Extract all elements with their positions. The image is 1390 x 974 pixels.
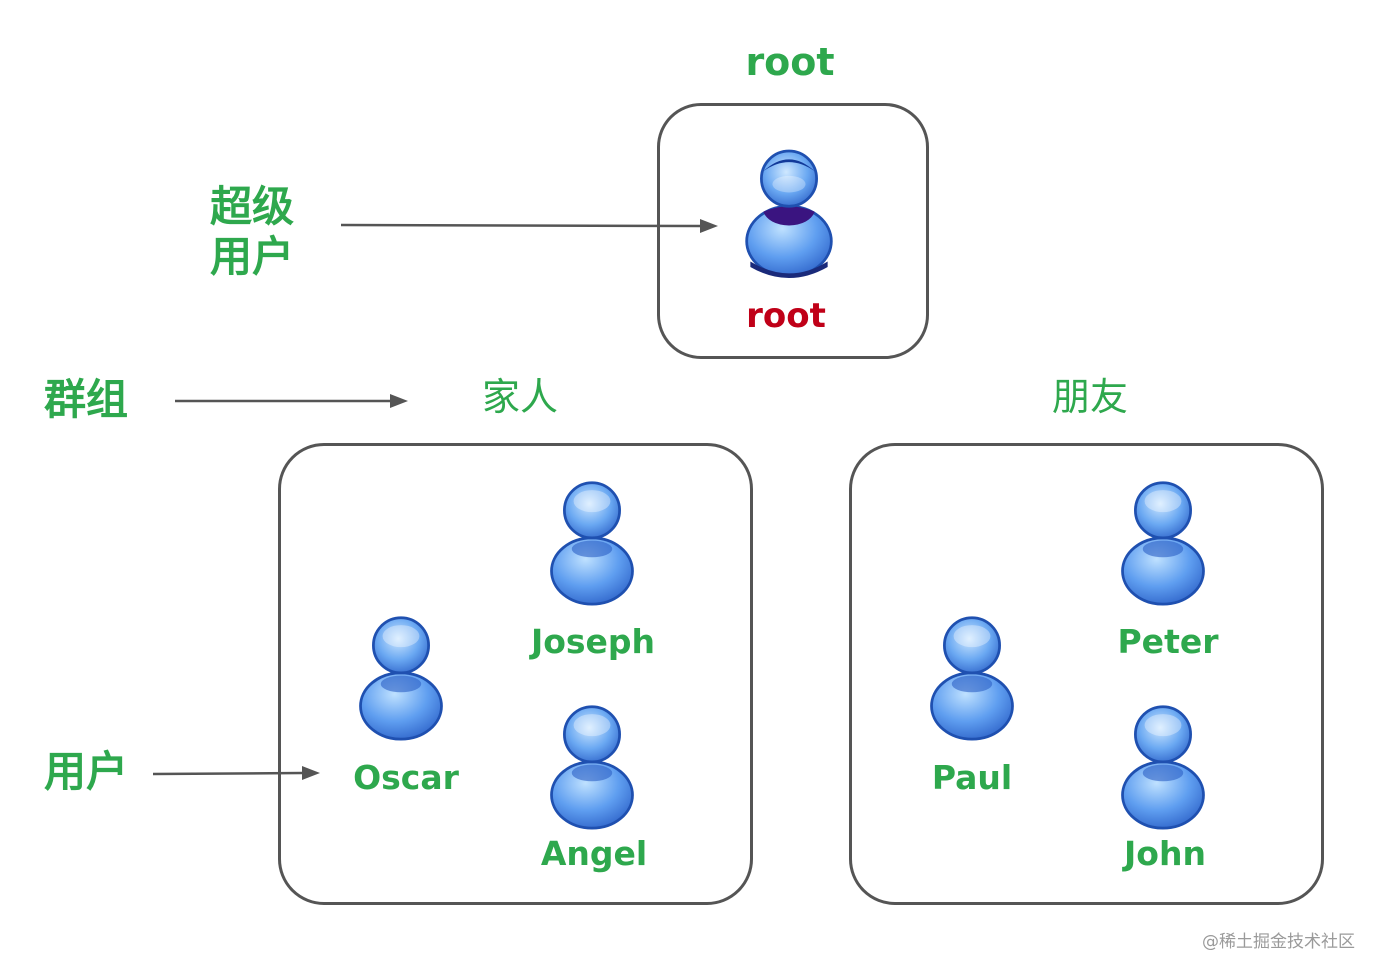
user-icon bbox=[546, 692, 638, 830]
user-label: 用户 bbox=[44, 747, 129, 796]
member-name: Peter bbox=[1117, 622, 1219, 661]
root-user-name: root bbox=[746, 296, 826, 336]
member-name: John bbox=[1124, 834, 1206, 873]
user-icon bbox=[355, 603, 447, 741]
member-name: Paul bbox=[931, 758, 1013, 797]
watermark: @稀土掘金技术社区 bbox=[1202, 932, 1355, 952]
arrow-superuser bbox=[340, 219, 718, 233]
user-icon bbox=[926, 603, 1018, 741]
superuser-label: 超级用户 bbox=[210, 182, 295, 281]
root-title: root bbox=[745, 40, 835, 84]
group-family-box bbox=[278, 443, 753, 905]
group-friends-box bbox=[849, 443, 1324, 905]
group-label: 群组 bbox=[44, 375, 129, 424]
group-friends-name: 朋友 bbox=[1051, 375, 1128, 419]
member-name: Joseph bbox=[530, 622, 656, 661]
member-name: Angel bbox=[540, 834, 648, 873]
user-icon bbox=[1117, 468, 1209, 606]
arrow-group bbox=[175, 394, 408, 408]
root-box bbox=[657, 103, 929, 359]
arrow-user bbox=[152, 766, 320, 780]
user-icon bbox=[546, 468, 638, 606]
user-icon bbox=[1117, 692, 1209, 830]
group-family-name: 家人 bbox=[481, 375, 558, 419]
member-name: Oscar bbox=[353, 758, 459, 797]
root-user-icon bbox=[743, 140, 835, 278]
